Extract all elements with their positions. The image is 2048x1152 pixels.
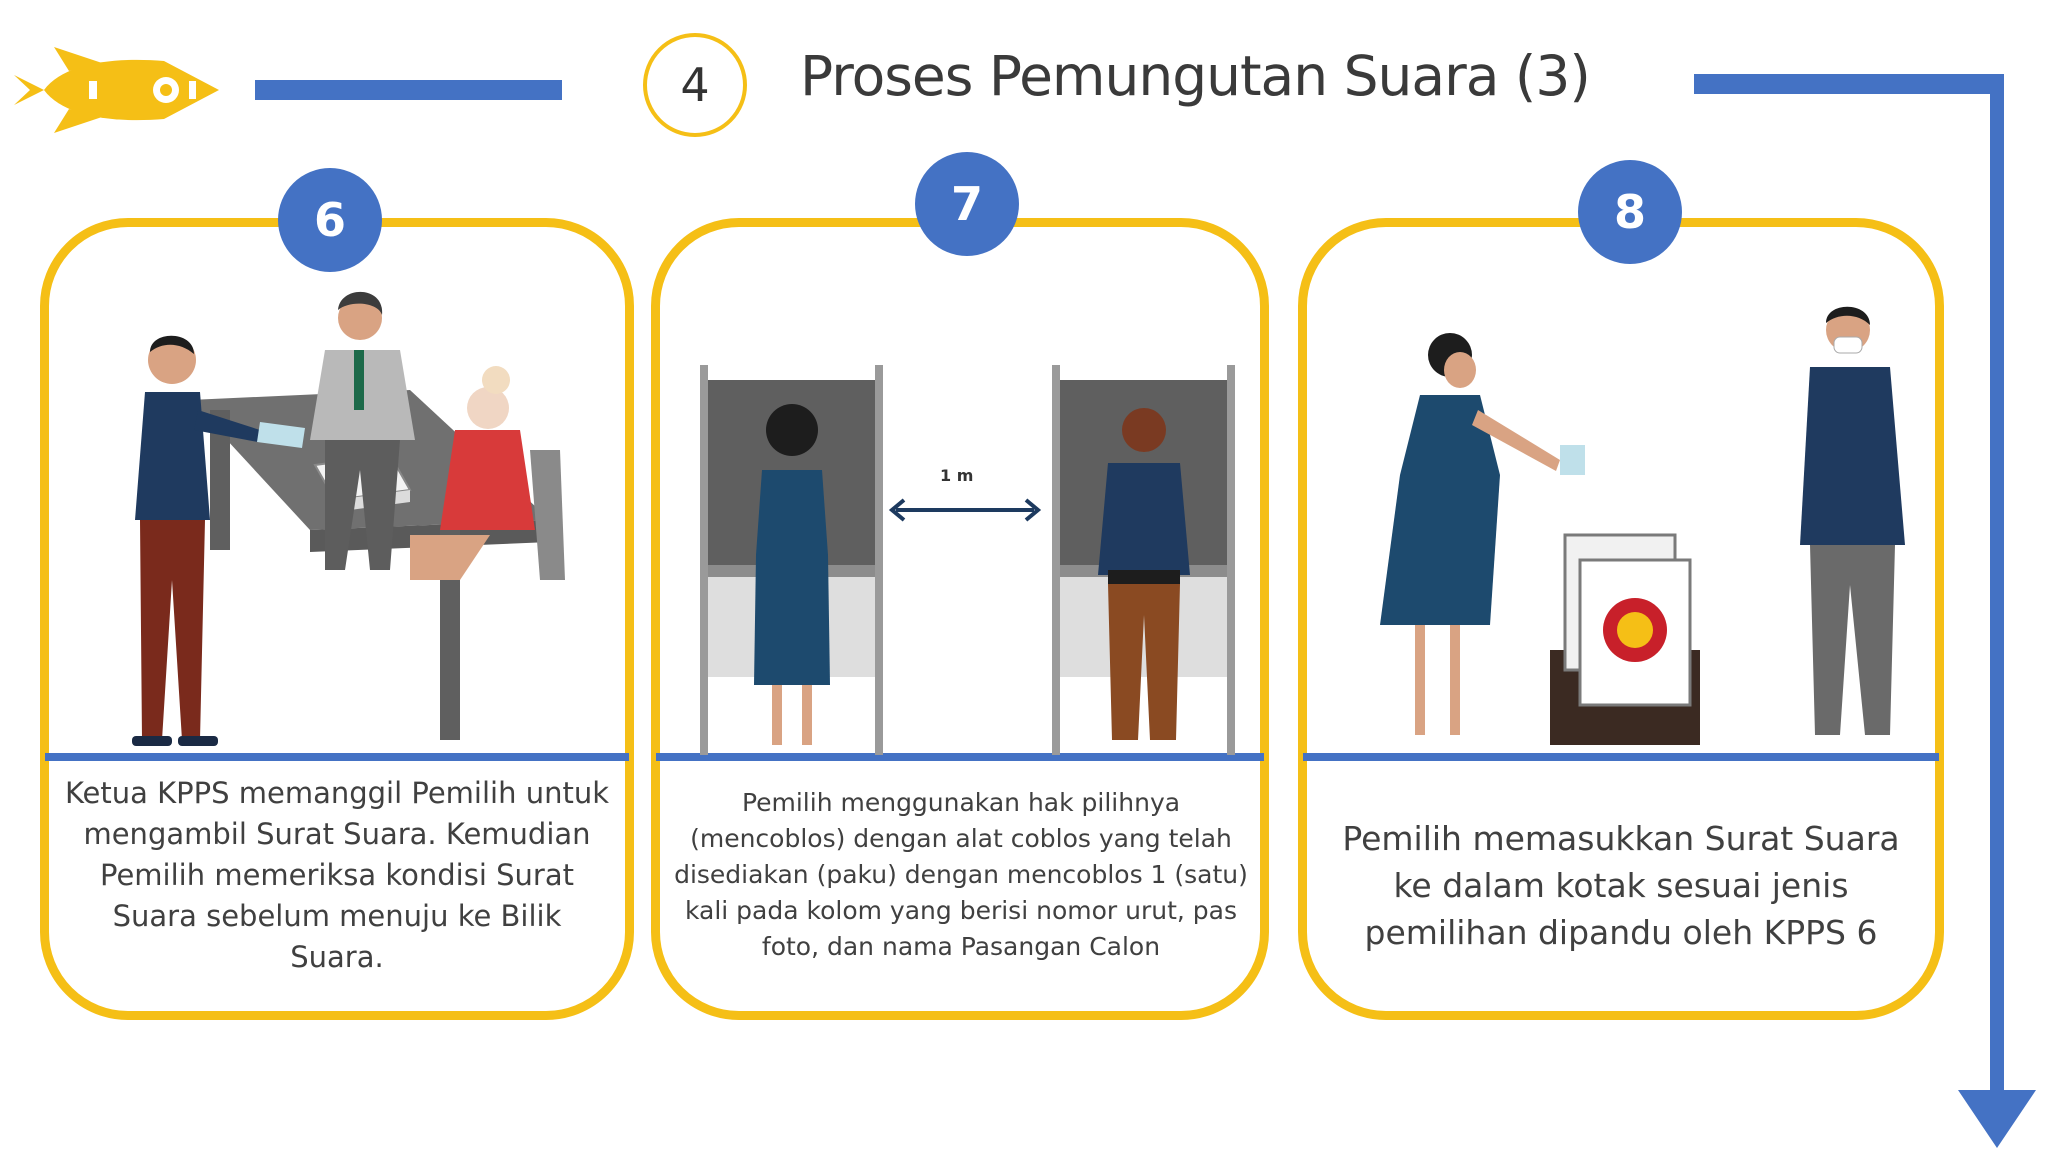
flow-line-vertical [1990, 74, 2004, 1104]
card-divider-7 [656, 753, 1264, 761]
rocket-icon [14, 47, 219, 133]
card-divider-6 [45, 753, 629, 761]
card-divider-8 [1303, 753, 1939, 761]
step-card-6 [40, 218, 634, 1020]
step-badge-6: 6 [278, 168, 382, 272]
step-badge-7: 7 [915, 152, 1019, 256]
step-description-8: Pemilih memasukkan Surat Suara ke dalam … [1342, 818, 1900, 952]
kpps-table-illustration [132, 291, 565, 746]
voting-booth-illustration [700, 365, 1235, 755]
step-description-7: Pemilih menggunakan hak pilihnya (mencob… [674, 788, 1248, 961]
header-line-left [255, 80, 562, 100]
step-badge-8: 8 [1578, 160, 1682, 264]
down-arrow-icon [1958, 1090, 2036, 1148]
distance-label: 1 m [940, 466, 974, 485]
page-title: Proses Pemungutan Suara (3) [800, 44, 1591, 108]
step-number-circle: 4 [643, 33, 747, 137]
flow-line-top [1694, 74, 2004, 94]
step-description-6: Ketua KPPS memanggil Pemilih untuk menga… [64, 775, 610, 974]
ballot-box-illustration [1380, 306, 1905, 745]
step-number: 4 [680, 58, 710, 112]
